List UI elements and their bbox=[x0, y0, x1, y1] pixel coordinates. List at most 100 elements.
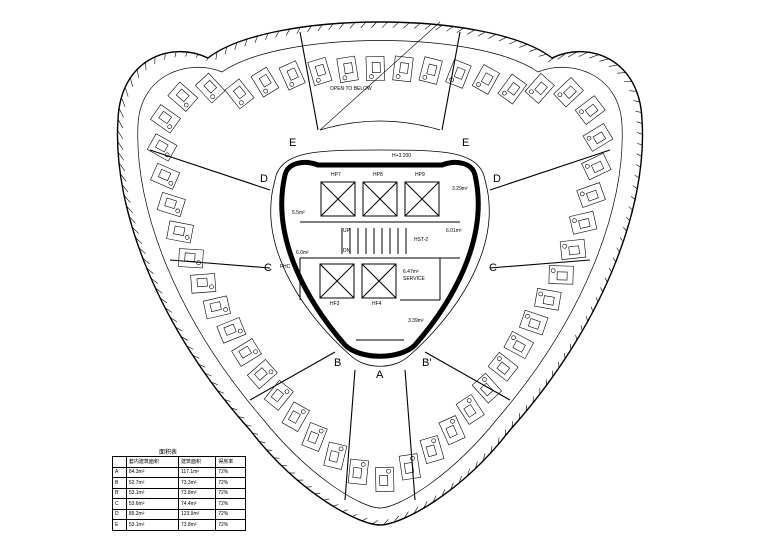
serration-tick bbox=[323, 498, 330, 501]
serration-tick bbox=[195, 54, 199, 58]
room-block bbox=[250, 66, 280, 98]
serration-tick bbox=[159, 297, 168, 304]
serration-tick bbox=[518, 413, 521, 420]
serration-tick bbox=[414, 23, 421, 29]
void-label: OPEN TO BELOW bbox=[330, 86, 372, 92]
serration-tick bbox=[259, 441, 266, 443]
room-block bbox=[195, 72, 226, 104]
serration-tick bbox=[424, 23, 432, 30]
serration-tick bbox=[238, 416, 245, 419]
room-block bbox=[398, 453, 421, 481]
area-table-cell: 117.1m² bbox=[177, 466, 217, 478]
area-table-cell: E bbox=[112, 519, 127, 531]
area-right: 6.01m² bbox=[446, 228, 462, 234]
area-table-cell: D bbox=[112, 508, 127, 520]
serration-tick bbox=[273, 457, 280, 459]
unit-label-b-left: B bbox=[334, 357, 341, 369]
area-table-cell: 52.7m² bbox=[125, 477, 179, 489]
serration-tick bbox=[231, 407, 238, 411]
dn-label: DN bbox=[343, 248, 351, 254]
serration-tick bbox=[126, 205, 133, 214]
serration-tick bbox=[616, 247, 620, 252]
serration-tick bbox=[381, 21, 388, 28]
room-block bbox=[548, 265, 574, 285]
room-block bbox=[519, 309, 549, 336]
serration-tick bbox=[285, 28, 290, 36]
room-block bbox=[581, 152, 612, 181]
serration-tick bbox=[569, 343, 572, 350]
room-block bbox=[281, 401, 310, 432]
serration-tick bbox=[275, 30, 280, 38]
serration-tick bbox=[519, 44, 528, 48]
serration-tick bbox=[120, 173, 127, 182]
serration-tick bbox=[192, 354, 200, 359]
serration-tick bbox=[317, 24, 323, 31]
serration-tick bbox=[403, 511, 409, 519]
serration-tick bbox=[590, 306, 594, 312]
header-cell: 得房率 bbox=[215, 456, 246, 468]
serration-tick bbox=[164, 53, 166, 60]
serration-tick bbox=[266, 449, 273, 451]
serration-tick bbox=[604, 277, 608, 283]
room-block bbox=[166, 220, 194, 244]
serration-tick bbox=[600, 287, 603, 293]
area-table-header-row: 套内建筑面积 建筑面积 得房率 bbox=[112, 456, 246, 468]
serration-tick bbox=[589, 54, 599, 59]
room-block bbox=[497, 73, 528, 105]
room-block bbox=[301, 422, 328, 452]
serration-tick bbox=[135, 237, 143, 244]
serration-tick bbox=[123, 195, 131, 203]
serration-tick bbox=[475, 461, 478, 469]
hf3-label: HF3 bbox=[330, 301, 340, 307]
serration-tick bbox=[635, 110, 642, 113]
room-block bbox=[150, 162, 181, 190]
serration-tick bbox=[467, 29, 475, 35]
serration-tick bbox=[617, 72, 626, 74]
area-table-cell: 53.1m² bbox=[125, 519, 179, 531]
serration-tick bbox=[635, 164, 641, 168]
serration-tick bbox=[490, 445, 493, 453]
area-table-cell: 72% bbox=[215, 487, 246, 499]
serration-tick bbox=[393, 515, 399, 523]
serration-tick bbox=[498, 36, 507, 42]
serration-tick bbox=[185, 51, 188, 57]
room-block bbox=[150, 104, 181, 134]
serration-tick bbox=[482, 453, 486, 461]
serration-tick bbox=[215, 51, 218, 60]
serration-tick bbox=[314, 492, 321, 495]
building-envelope bbox=[116, 21, 644, 526]
hp9-label: HP9 bbox=[415, 172, 425, 178]
serration-tick bbox=[567, 51, 578, 58]
serration-tick bbox=[557, 52, 567, 60]
serration-tick bbox=[254, 35, 258, 43]
serration-tick bbox=[351, 514, 358, 517]
area-table-cell: 53.6m² bbox=[125, 498, 179, 510]
serration-tick bbox=[186, 345, 194, 350]
serration-tick bbox=[117, 129, 124, 139]
header-cell bbox=[112, 456, 127, 468]
serration-tick bbox=[637, 142, 643, 146]
serration-tick bbox=[245, 424, 252, 427]
serration-tick bbox=[458, 475, 462, 484]
core-walls bbox=[279, 160, 481, 359]
inner-envelope bbox=[137, 40, 623, 509]
serration-tick bbox=[608, 64, 618, 67]
area-table-cell: 72% bbox=[215, 466, 246, 478]
corridor-ring bbox=[270, 149, 490, 367]
serration-tick bbox=[599, 58, 609, 62]
room-block bbox=[471, 372, 503, 404]
serration-tick bbox=[121, 184, 129, 193]
serration-tick bbox=[217, 390, 225, 394]
serration-tick bbox=[360, 21, 367, 29]
serration-tick bbox=[450, 482, 454, 490]
serration-tick bbox=[467, 468, 470, 476]
area-table-cell: 73.8m² bbox=[177, 487, 217, 499]
room-block bbox=[582, 123, 614, 152]
unit-label-b-right: B' bbox=[422, 357, 431, 369]
